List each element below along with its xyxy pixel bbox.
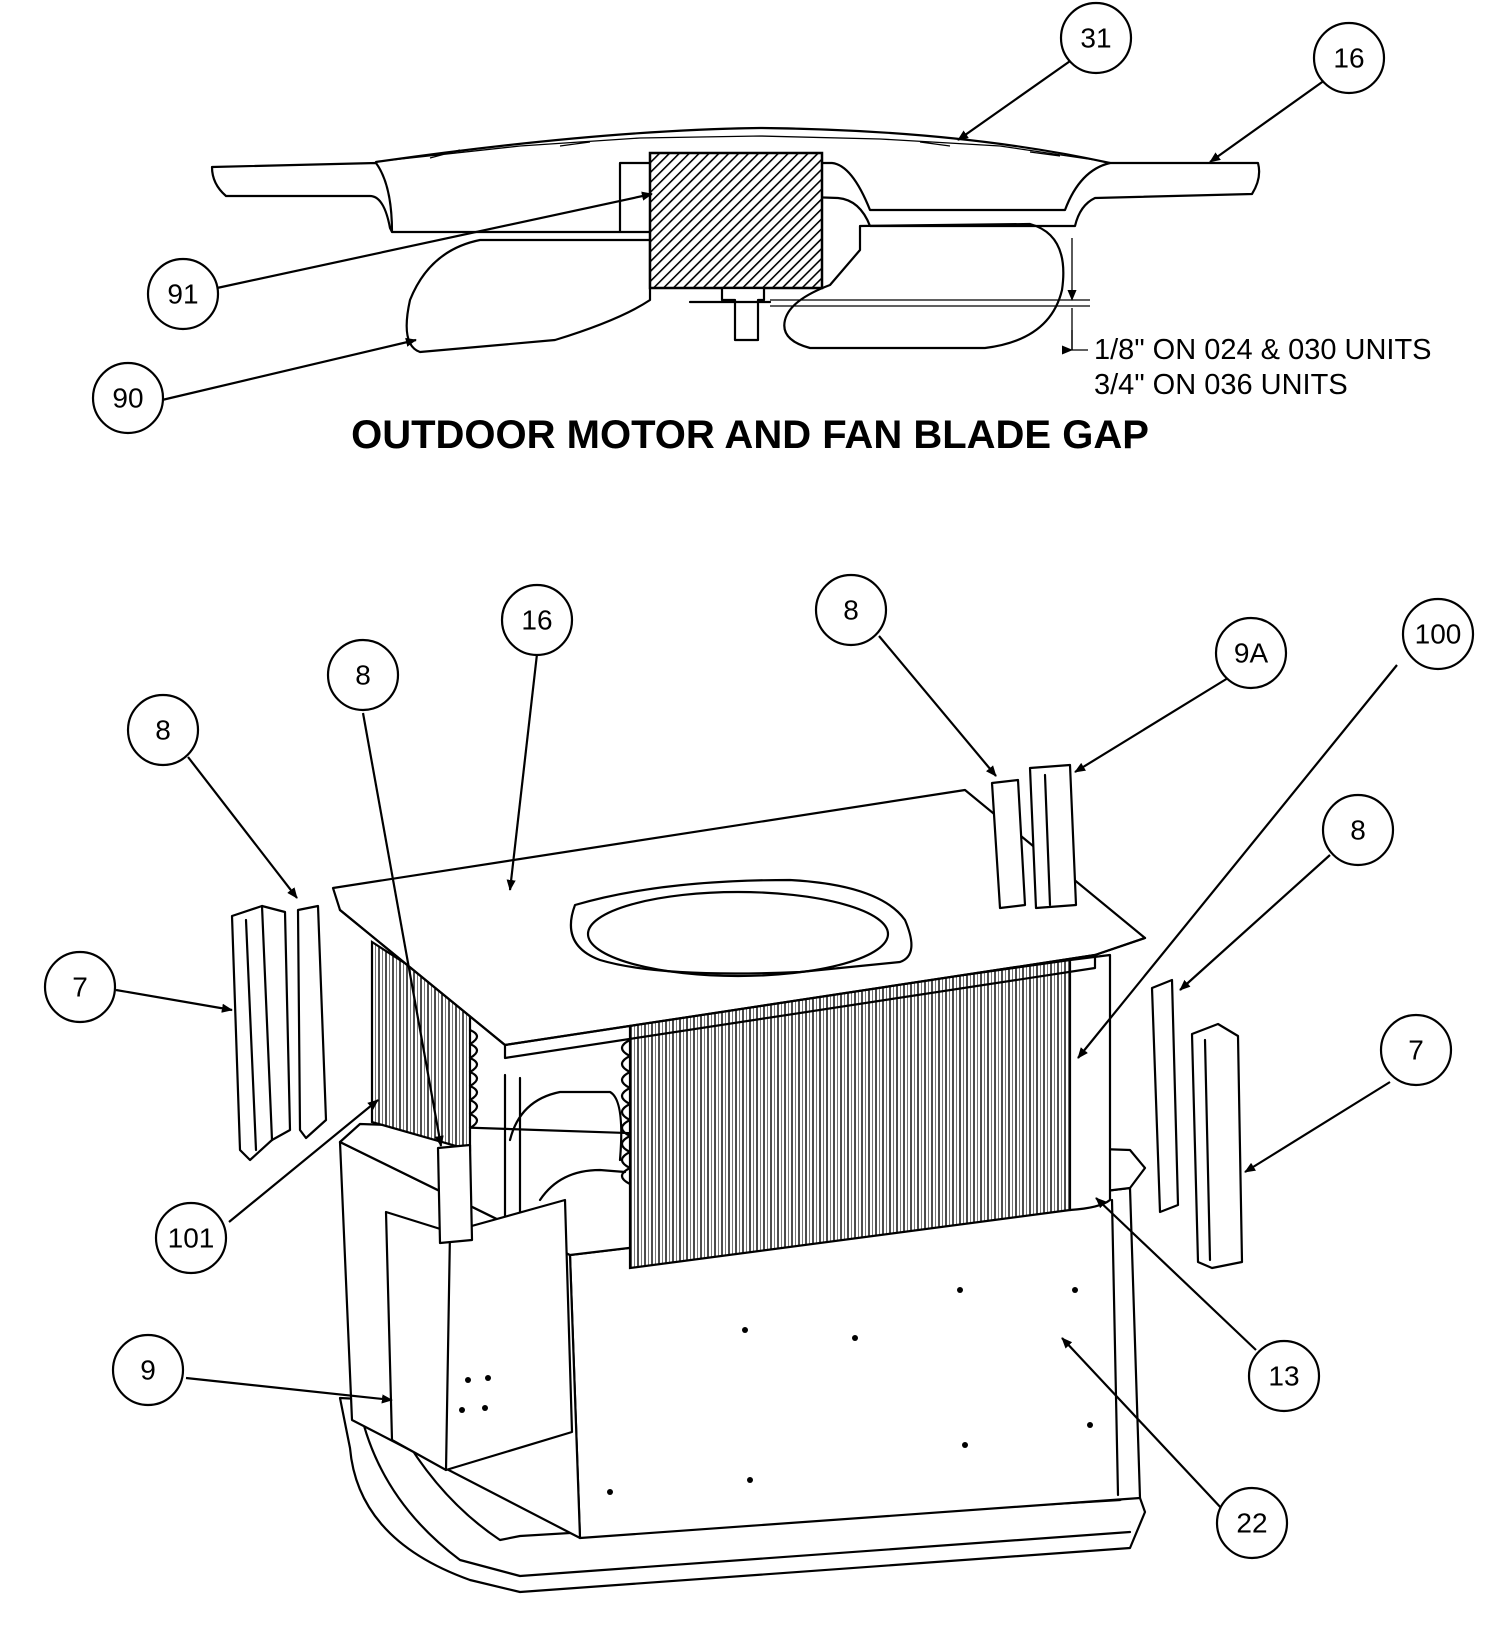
fan-blade-left [405, 238, 652, 354]
control-box [384, 1198, 574, 1472]
unit-exploded-view [230, 763, 1244, 1594]
top-panel-edge [338, 908, 1147, 1060]
fan-blade-right [783, 222, 1065, 350]
gap-note-line-1: 1/8" ON 024 & 030 UNITS [1094, 334, 1432, 366]
cabinet-corner-post [1110, 1198, 1120, 1497]
svg-text:91: 91 [167, 279, 198, 310]
back-corner-post-8 [990, 778, 1027, 910]
right-corner-post-8 [1150, 978, 1180, 1214]
fan-guard [374, 126, 1112, 165]
svg-text:9: 9 [140, 1355, 156, 1386]
svg-text:8: 8 [843, 595, 859, 626]
right-corner-post-7-inner [1203, 1038, 1212, 1262]
svg-text:101: 101 [168, 1223, 215, 1254]
left-corner-post-7-inner [244, 904, 292, 1152]
callout-16-top: 16 [1312, 21, 1386, 95]
svg-text:100: 100 [1415, 619, 1462, 650]
gap-note-leader [1071, 330, 1088, 351]
callout-8-left-outer: 8 [126, 693, 200, 767]
svg-text:22: 22 [1236, 1508, 1267, 1539]
back-corner-post-9a-inner [1043, 773, 1052, 907]
svg-text:13: 13 [1268, 1361, 1299, 1392]
callout-9: 9 [111, 1333, 185, 1407]
callout-101: 101 [154, 1201, 228, 1275]
fan-motor [648, 151, 824, 290]
base-pan-rail [358, 1408, 1132, 1578]
center-corner-post [436, 1143, 474, 1245]
callout-90: 90 [91, 361, 165, 435]
callout-8-right: 8 [1321, 793, 1395, 867]
callout-9a: 9A [1214, 616, 1288, 690]
right-corner-post-7 [1190, 1022, 1244, 1270]
callout-100: 100 [1401, 597, 1475, 671]
callout-91: 91 [146, 257, 220, 331]
diagram-title: OUTDOOR MOTOR AND FAN BLADE GAP [351, 413, 1149, 457]
gap-note-line-2: 3/4" ON 036 UNITS [1094, 369, 1348, 401]
svg-text:16: 16 [521, 605, 552, 636]
coil-end-plate [1068, 953, 1112, 1212]
callout-7-right: 7 [1379, 1013, 1453, 1087]
svg-text:7: 7 [72, 972, 88, 1003]
callout-8-left-center: 8 [326, 638, 400, 712]
leader-lines [115, 58, 1398, 1511]
svg-text:9A: 9A [1234, 638, 1269, 669]
callout-7-left: 7 [43, 950, 117, 1024]
svg-text:8: 8 [155, 715, 171, 746]
svg-text:90: 90 [112, 383, 143, 414]
callout-16-unit: 16 [500, 583, 574, 657]
control-box-dots [459, 1375, 491, 1413]
panel-fastener-dots [607, 1287, 1093, 1495]
fan-guard-mesh [391, 135, 1096, 161]
fan-opening-ring [586, 890, 890, 978]
control-box-front [444, 1230, 452, 1472]
fan-motor-detail [210, 126, 1261, 354]
callout-31: 31 [1059, 1, 1133, 75]
svg-text:31: 31 [1080, 23, 1111, 54]
svg-text:7: 7 [1408, 1035, 1424, 1066]
coil-hairpins [468, 1028, 632, 1186]
back-corner-post-9a [1028, 763, 1078, 910]
svg-text:16: 16 [1333, 43, 1364, 74]
svg-text:8: 8 [355, 660, 371, 691]
refrigerant-piping [503, 1073, 627, 1232]
callout-22: 22 [1215, 1486, 1289, 1560]
callout-13: 13 [1247, 1339, 1321, 1413]
fan-orifice-opening [569, 878, 913, 975]
left-corner-post-8 [296, 904, 328, 1140]
svg-text:8: 8 [1350, 815, 1366, 846]
motor-shaft [720, 286, 766, 342]
callout-8-back: 8 [814, 573, 888, 647]
